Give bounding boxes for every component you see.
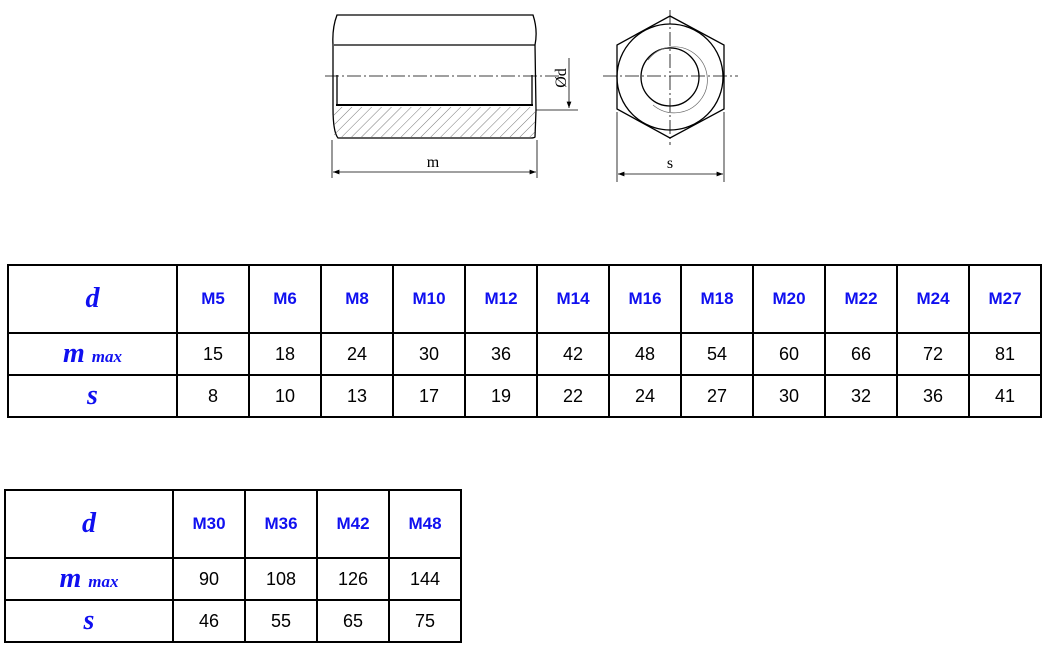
cell-s: 19 bbox=[464, 374, 538, 418]
cell-m: 66 bbox=[824, 332, 898, 376]
cell-m: 90 bbox=[172, 557, 246, 601]
dim-s-label: s bbox=[667, 155, 673, 172]
cell-s: 27 bbox=[680, 374, 754, 418]
cell-d: M18 bbox=[680, 264, 754, 334]
cell-m: 81 bbox=[968, 332, 1042, 376]
label-max: max bbox=[88, 572, 119, 591]
row-d: d M30 M36 M42 M48 bbox=[4, 489, 462, 559]
cell-m: 126 bbox=[316, 557, 390, 601]
cell-s: 65 bbox=[316, 599, 390, 643]
dim-d-label: Ød bbox=[553, 68, 570, 88]
cell-s: 30 bbox=[752, 374, 826, 418]
cell-s: 32 bbox=[824, 374, 898, 418]
cell-m: 42 bbox=[536, 332, 610, 376]
cell-s: 8 bbox=[176, 374, 250, 418]
cell-d: M14 bbox=[536, 264, 610, 334]
cell-d: M16 bbox=[608, 264, 682, 334]
label-m-max: m max bbox=[7, 332, 178, 376]
cell-d: M6 bbox=[248, 264, 322, 334]
cell-m: 15 bbox=[176, 332, 250, 376]
label-max: max bbox=[91, 347, 122, 366]
label-d: d bbox=[4, 489, 174, 559]
cell-d: M30 bbox=[172, 489, 246, 559]
cell-s: 36 bbox=[896, 374, 970, 418]
cell-m: 54 bbox=[680, 332, 754, 376]
cell-d: M27 bbox=[968, 264, 1042, 334]
cell-s: 55 bbox=[244, 599, 318, 643]
cell-m: 24 bbox=[320, 332, 394, 376]
cell-s: 46 bbox=[172, 599, 246, 643]
cell-d: M24 bbox=[896, 264, 970, 334]
side-view bbox=[325, 14, 578, 178]
cell-d: M42 bbox=[316, 489, 390, 559]
row-s: s 8 10 13 17 19 22 24 27 30 32 36 41 bbox=[7, 374, 1042, 418]
row-m-max: m max 15 18 24 30 36 42 48 54 60 66 72 8… bbox=[7, 332, 1042, 376]
row-s: s 46 55 65 75 bbox=[4, 599, 462, 643]
cell-m: 72 bbox=[896, 332, 970, 376]
label-s: s bbox=[7, 374, 178, 418]
cell-m: 108 bbox=[244, 557, 318, 601]
cell-m: 30 bbox=[392, 332, 466, 376]
cell-s: 41 bbox=[968, 374, 1042, 418]
cell-d: M22 bbox=[824, 264, 898, 334]
cell-d: M36 bbox=[244, 489, 318, 559]
cell-s: 22 bbox=[536, 374, 610, 418]
cell-m: 36 bbox=[464, 332, 538, 376]
row-m-max: m max 90 108 126 144 bbox=[4, 557, 462, 601]
cell-d: M10 bbox=[392, 264, 466, 334]
dim-m-label: m bbox=[427, 154, 440, 171]
cell-d: M5 bbox=[176, 264, 250, 334]
front-view bbox=[603, 10, 738, 182]
cell-s: 24 bbox=[608, 374, 682, 418]
cell-d: M48 bbox=[388, 489, 462, 559]
cell-d: M8 bbox=[320, 264, 394, 334]
cell-s: 17 bbox=[392, 374, 466, 418]
cell-s: 75 bbox=[388, 599, 462, 643]
label-m-max: m max bbox=[4, 557, 174, 601]
label-d: d bbox=[7, 264, 178, 334]
cell-m: 18 bbox=[248, 332, 322, 376]
cell-s: 10 bbox=[248, 374, 322, 418]
label-s: s bbox=[4, 599, 174, 643]
cell-m: 60 bbox=[752, 332, 826, 376]
cell-d: M12 bbox=[464, 264, 538, 334]
label-m: m bbox=[59, 563, 82, 594]
cell-m: 144 bbox=[388, 557, 462, 601]
cell-s: 13 bbox=[320, 374, 394, 418]
row-d: d M5 M6 M8 M10 M12 M14 M16 M18 M20 M22 M… bbox=[7, 264, 1042, 334]
dimensions-table-2: d M30 M36 M42 M48 m max 90 108 126 144 s… bbox=[4, 489, 462, 643]
dimensions-table-1: d M5 M6 M8 M10 M12 M14 M16 M18 M20 M22 M… bbox=[7, 264, 1042, 418]
hex-coupling-nut-drawing: m Ød s bbox=[325, 10, 738, 182]
cell-d: M20 bbox=[752, 264, 826, 334]
label-m: m bbox=[62, 338, 85, 369]
cell-m: 48 bbox=[608, 332, 682, 376]
